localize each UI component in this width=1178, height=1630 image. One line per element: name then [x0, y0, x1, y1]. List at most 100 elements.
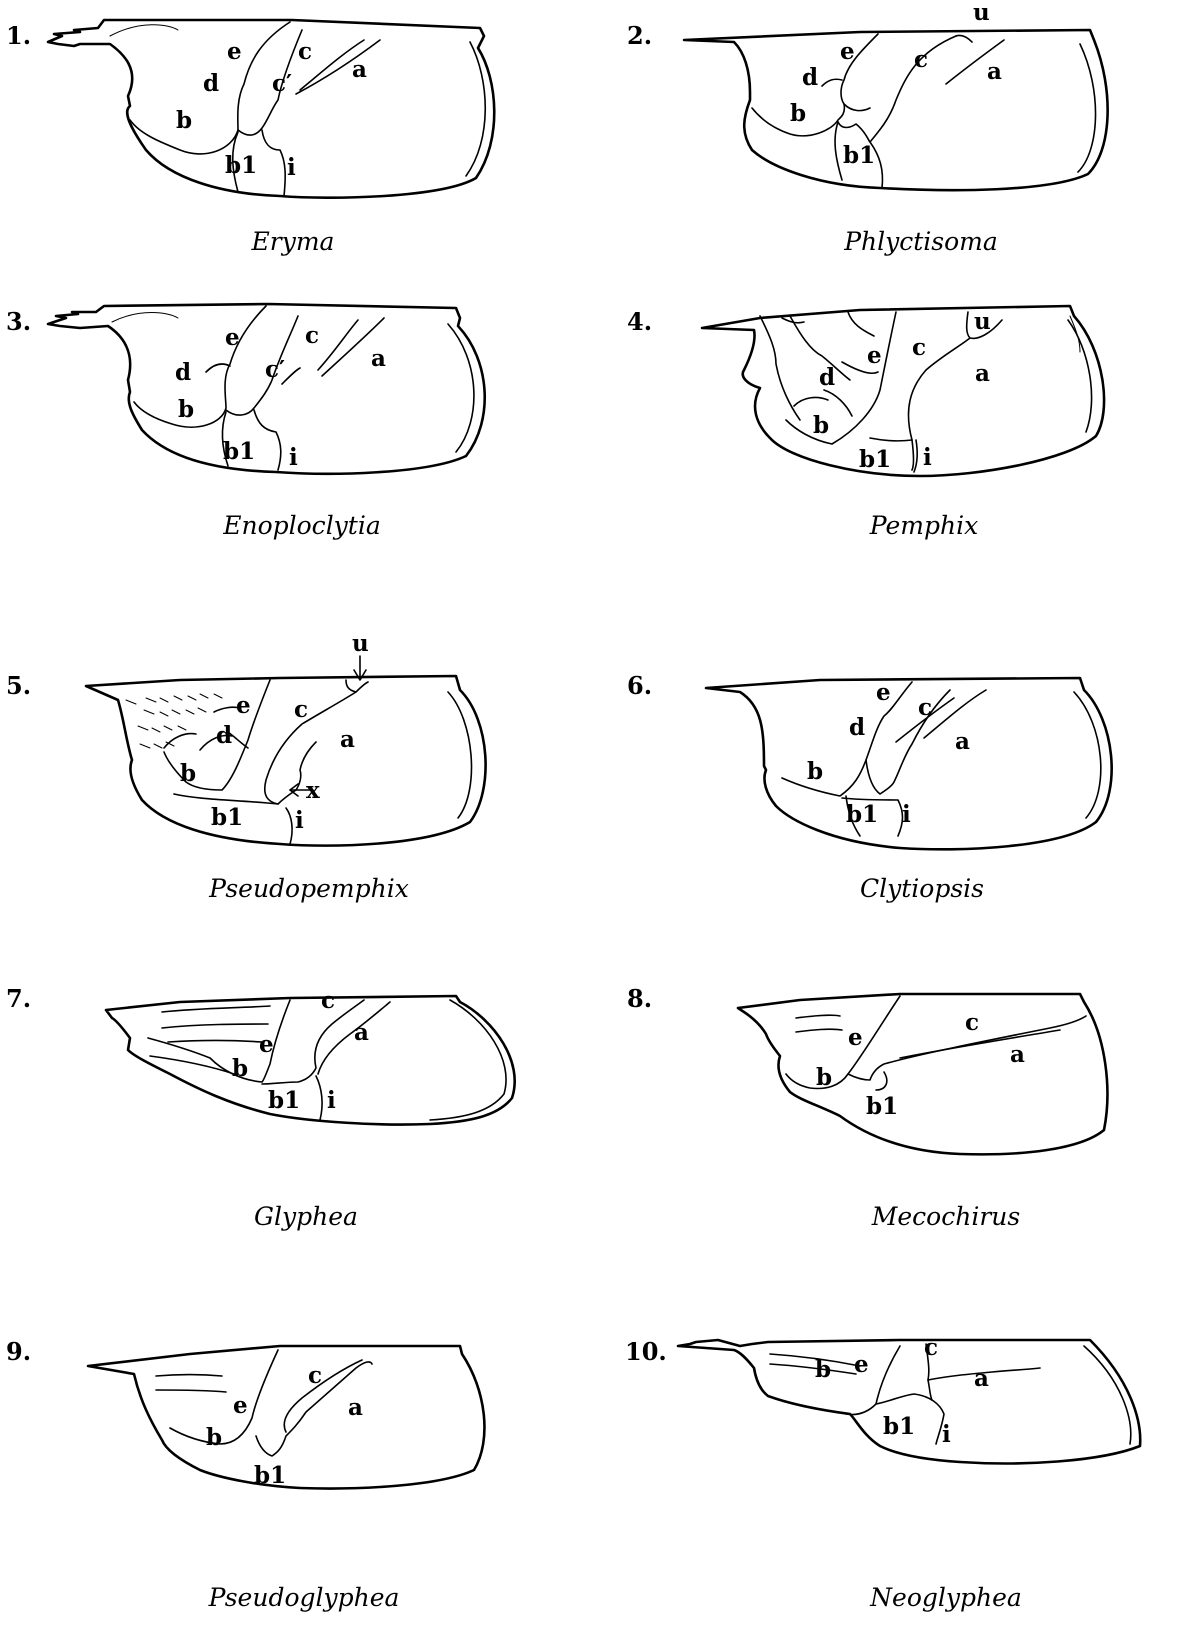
label-c: c	[912, 334, 926, 361]
label-a: a	[975, 360, 990, 387]
figure-2: 2. u e d c a b b1 Phlyctisoma	[627, 0, 1108, 256]
label-c: c	[308, 1362, 322, 1389]
label-b: b	[178, 396, 194, 423]
label-d: d	[849, 714, 865, 741]
label-b1: b1	[866, 1093, 898, 1120]
figure-number: 10.	[625, 1337, 667, 1366]
label-e: e	[225, 324, 240, 351]
label-c: c	[298, 38, 312, 65]
groove-labels: u e d c a b b1	[790, 0, 1002, 169]
label-i: i	[942, 1421, 951, 1448]
label-c: c	[918, 694, 932, 721]
label-b: b	[807, 758, 823, 785]
label-b1: b1	[883, 1413, 915, 1440]
label-a: a	[352, 56, 367, 83]
carapace-grooves	[156, 1350, 372, 1456]
figure-1: 1. e d c c′ a b b1 i Eryma	[6, 20, 494, 256]
label-c: c	[965, 1009, 979, 1036]
label-a: a	[340, 726, 355, 753]
carapace-outline	[738, 994, 1107, 1154]
label-b1: b1	[846, 801, 878, 828]
figure-number: 1.	[6, 21, 31, 50]
label-b: b	[232, 1055, 248, 1082]
carapace-outline	[48, 20, 494, 198]
label-a: a	[955, 728, 970, 755]
figure-9: 9. c e a b b1 Pseudoglyphea	[6, 1337, 484, 1612]
label-d: d	[802, 64, 818, 91]
label-c: c	[294, 696, 308, 723]
label-e: e	[227, 38, 242, 65]
label-e: e	[233, 1392, 248, 1419]
groove-labels: c b e a b1 i	[815, 1334, 989, 1448]
figure-number: 8.	[627, 984, 652, 1013]
carapace-outline	[106, 996, 515, 1125]
label-e: e	[848, 1024, 863, 1051]
figure-6: 6. e d c a b b1 i Clytiopsis	[627, 671, 1112, 903]
label-u: u	[973, 0, 990, 26]
label-u: u	[352, 630, 369, 657]
label-i: i	[289, 444, 298, 471]
figure-number: 6.	[627, 671, 652, 700]
figure-number: 7.	[6, 984, 31, 1013]
label-b1: b1	[223, 438, 255, 465]
genus-caption: Pseudoglyphea	[208, 1583, 400, 1612]
label-x: x	[306, 777, 320, 804]
figure-number: 2.	[627, 21, 652, 50]
label-b1: b1	[268, 1087, 300, 1114]
groove-labels: e c a b b1	[816, 1009, 1025, 1120]
label-e: e	[876, 679, 891, 706]
carapace-outline	[86, 676, 486, 846]
label-d: d	[203, 70, 219, 97]
genus-caption: Neoglyphea	[869, 1583, 1022, 1612]
carapace-grooves	[134, 306, 384, 470]
carapace-outline	[702, 306, 1104, 476]
label-i: i	[327, 1087, 336, 1114]
genus-caption: Pseudopemphix	[208, 874, 409, 903]
carapace-outline	[48, 304, 485, 474]
groove-labels: u e c d a b b1 i	[813, 308, 991, 473]
label-b1: b1	[254, 1462, 286, 1489]
label-a: a	[354, 1019, 369, 1046]
carapace-outline	[684, 30, 1108, 190]
label-b: b	[206, 1424, 222, 1451]
genus-caption: Mecochirus	[871, 1202, 1020, 1231]
label-a: a	[1010, 1041, 1025, 1068]
label-b: b	[815, 1356, 831, 1383]
genus-caption: Eryma	[251, 227, 335, 256]
figure-10: 10. c b e a b1 i Neoglyphea	[625, 1334, 1140, 1612]
label-e: e	[236, 692, 251, 719]
label-e: e	[867, 342, 882, 369]
figure-7: 7. c a e b b1 i Glyphea	[6, 984, 515, 1231]
label-b: b	[813, 412, 829, 439]
figure-number: 9.	[6, 1337, 31, 1366]
label-a: a	[348, 1394, 363, 1421]
label-c: c	[914, 46, 928, 73]
label-c: c	[305, 322, 319, 349]
label-e: e	[259, 1031, 274, 1058]
label-b1: b1	[859, 446, 891, 473]
genus-caption: Glyphea	[254, 1202, 358, 1231]
label-c: c	[321, 987, 335, 1014]
label-i: i	[902, 801, 911, 828]
label-b: b	[790, 100, 806, 127]
figure-4: 4. u e c d a b b1 i	[627, 306, 1104, 540]
genus-caption: Phlyctisoma	[843, 227, 998, 256]
label-b1: b1	[843, 142, 875, 169]
label-e: e	[840, 38, 855, 65]
label-e: e	[854, 1351, 869, 1378]
label-i: i	[295, 807, 304, 834]
figure-number: 4.	[627, 307, 652, 336]
label-c: c	[924, 1334, 938, 1361]
label-b: b	[816, 1064, 832, 1091]
figure-number: 3.	[6, 307, 31, 336]
label-b: b	[180, 760, 196, 787]
label-b: b	[176, 107, 192, 134]
label-a: a	[987, 58, 1002, 85]
groove-labels: c a e b b1 i	[232, 987, 369, 1114]
groove-labels: e d c a b b1 i	[807, 679, 970, 828]
figure-8: 8. e c a b b1 Mecochirus	[627, 984, 1107, 1231]
label-a: a	[371, 345, 386, 372]
genus-caption: Pemphix	[869, 511, 978, 540]
label-b1: b1	[225, 152, 257, 179]
